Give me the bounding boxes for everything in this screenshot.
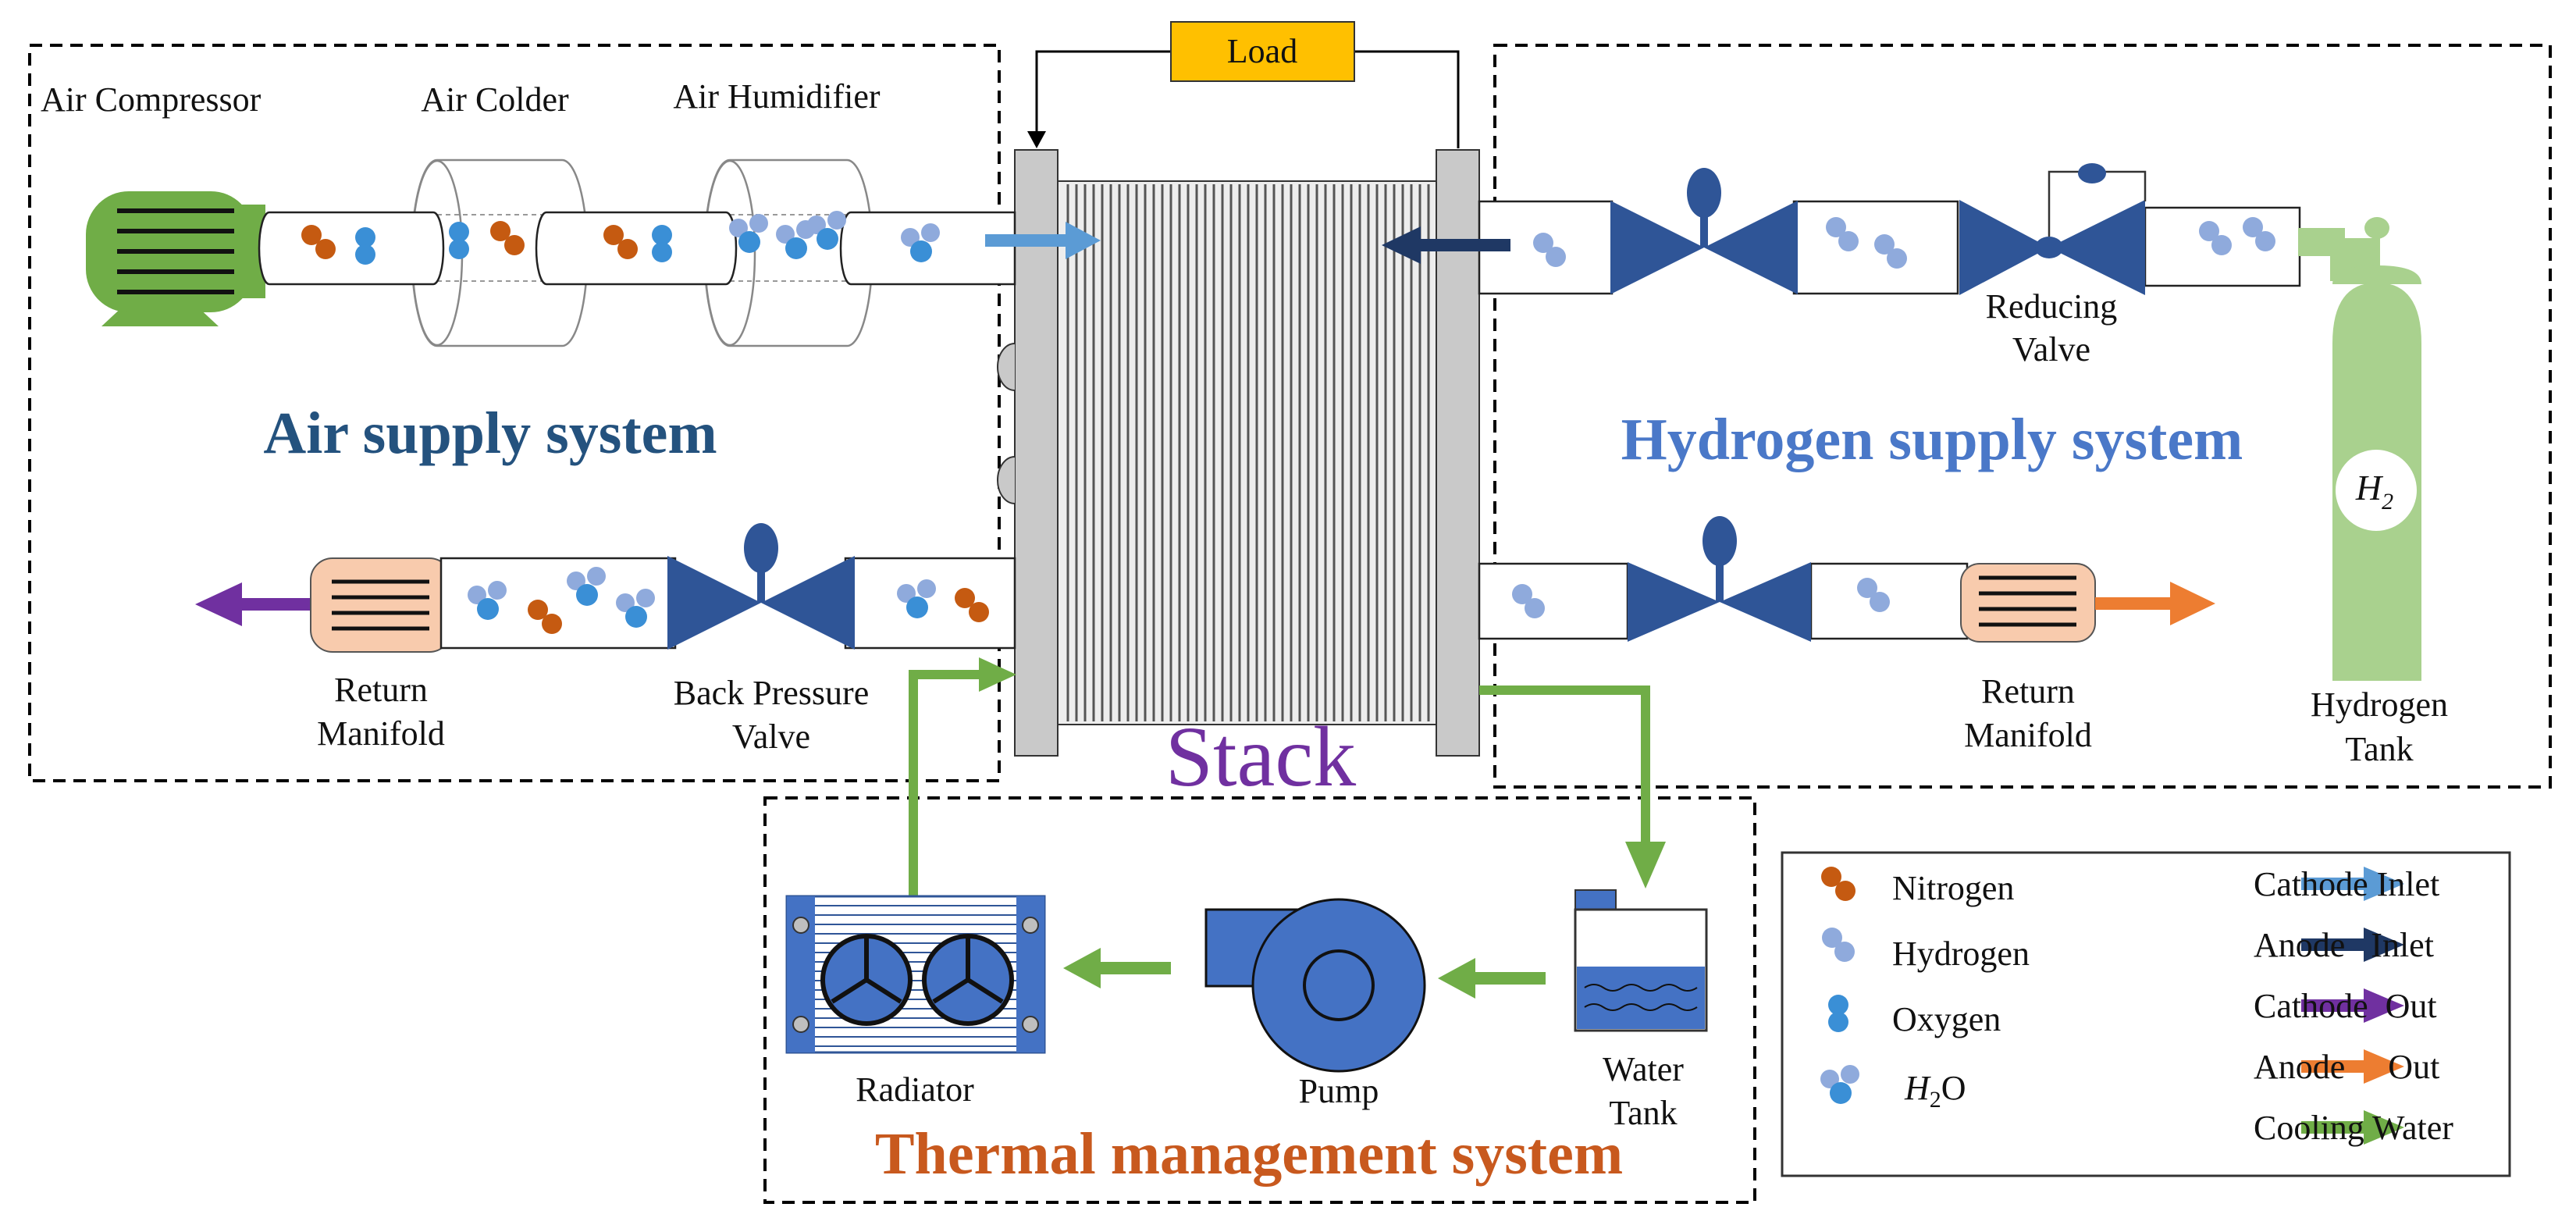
return-manifold-left-label-line2: Manifold xyxy=(317,714,445,753)
water-tank-label-line2: Tank xyxy=(1609,1094,1677,1132)
load-wire-left-arrowhead xyxy=(1027,131,1046,148)
load-wire-left xyxy=(1035,50,1171,141)
hydrogen-tank-h2-symbol: H2 xyxy=(2355,468,2393,515)
return-manifold-left-label-line1: Return xyxy=(334,671,428,709)
air-humidifier-label: Air Humidifier xyxy=(673,77,881,116)
cathode-out-arrow xyxy=(195,582,312,626)
legend-arrow-4 xyxy=(2301,1049,2404,1084)
legend-arrow-label: Anode Inlet xyxy=(2254,926,2434,964)
hydrogen-supply-system-title: Hydrogen supply system xyxy=(1621,407,2243,472)
back-pressure-valve-label-line1: Back Pressure xyxy=(674,674,870,712)
fuel-cell-stack xyxy=(997,149,1480,757)
air-colder-label: Air Colder xyxy=(421,80,569,119)
cooling-water-in-line xyxy=(909,670,984,896)
legend-arrow-label: Anode Out xyxy=(2254,1048,2439,1086)
legend-arrow-3 xyxy=(2301,988,2404,1023)
cooling-water-out-line xyxy=(1479,686,1650,843)
shutoff-valve xyxy=(1610,168,1798,294)
back-pressure-valve xyxy=(667,523,855,650)
anode-inlet-arrow xyxy=(1382,226,1510,264)
water-tank xyxy=(1574,889,1708,1032)
return-manifold-right xyxy=(1960,563,2096,643)
air-supply-system-title: Air supply system xyxy=(263,401,717,466)
hydrogen-tank-label-line2: Tank xyxy=(2345,730,2413,768)
reducing-valve-label-line2: Valve xyxy=(2012,330,2090,369)
anode-outlet-pipe xyxy=(1478,562,1629,640)
anode-out-arrow xyxy=(2095,582,2215,625)
legend-arrow-5 xyxy=(2301,1110,2404,1145)
legend-nitrogen-label: Nitrogen xyxy=(1892,869,2014,907)
back-pressure-valve-label-line2: Valve xyxy=(732,718,810,756)
legend-arrow-label: Cathode Inlet xyxy=(2254,865,2439,903)
legend-oxygen-label: Oxygen xyxy=(1892,1000,2001,1038)
cooling-water-arrow-tank-to-pump xyxy=(1438,958,1546,999)
cooling-water-out-arrowhead xyxy=(1625,842,1666,888)
thermal-management-box xyxy=(763,796,1756,1204)
legend-arrow-label: Cathode Out xyxy=(2254,987,2437,1025)
reducing-valve-label-line1: Reducing xyxy=(1986,287,2118,326)
cathode-outlet-pipe xyxy=(844,557,1016,650)
legend-arrow-1 xyxy=(2301,867,2404,901)
hydrogen-tank-label-line1: Hydrogen xyxy=(2311,686,2448,724)
hydrogen-tank xyxy=(2298,217,2421,681)
pump xyxy=(1204,898,1426,1073)
anode-outlet-valve xyxy=(1628,516,1811,642)
cathode-inlet-arrow xyxy=(985,222,1101,259)
air-compressor-label: Air Compressor xyxy=(41,80,262,119)
air-compressor xyxy=(86,191,265,326)
load-box xyxy=(1170,21,1355,82)
legend-water-label: H2O xyxy=(1904,1069,1966,1113)
radiator-label: Radiator xyxy=(856,1070,974,1109)
cooling-water-arrow-pump-to-radiator xyxy=(1063,948,1171,988)
stack-title: Stack xyxy=(1165,709,1356,804)
return-manifold-right-label-line1: Return xyxy=(1981,672,2075,710)
load-label: Load xyxy=(1227,32,1297,70)
legend-arrow-label: Cooling Water xyxy=(2254,1109,2453,1147)
load-wire-right xyxy=(1354,50,1460,148)
legend-hydrogen-label: Hydrogen xyxy=(1892,935,2030,973)
thermal-management-system-title: Thermal management system xyxy=(875,1121,1623,1187)
cooling-water-in-arrowhead xyxy=(979,657,1016,692)
radiator xyxy=(785,895,1046,1054)
air-colder xyxy=(411,158,589,347)
hydrogen-supply-box xyxy=(1493,44,2552,789)
reducing-valve xyxy=(1959,163,2147,295)
return-manifold-left xyxy=(310,557,452,653)
return-manifold-right-label-line2: Manifold xyxy=(1964,716,2092,754)
pump-label: Pump xyxy=(1299,1072,1379,1110)
water-tank-label-line1: Water xyxy=(1603,1050,1684,1088)
legend-arrow-2 xyxy=(2301,928,2404,962)
